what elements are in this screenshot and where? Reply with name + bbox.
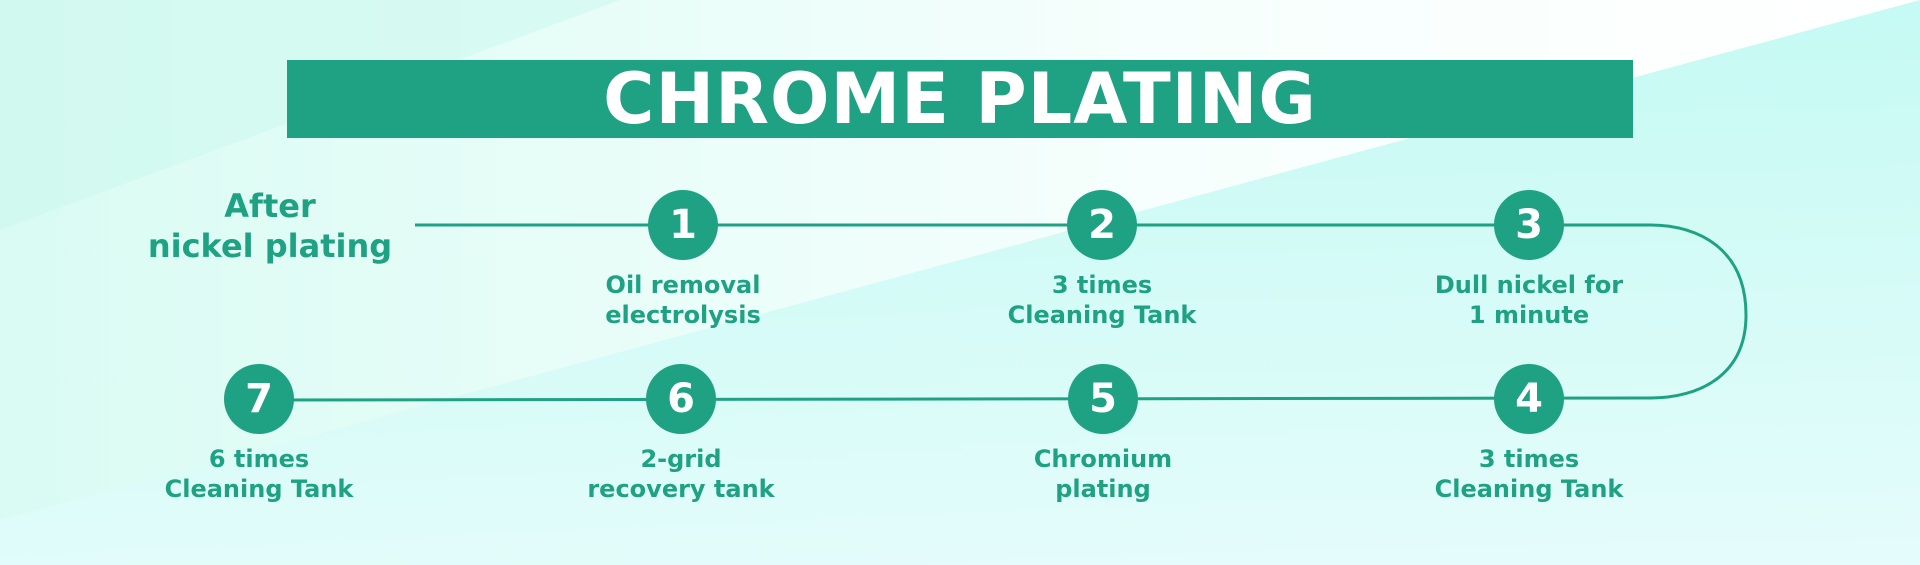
- step-number-badge: 1: [648, 190, 718, 260]
- step-number-badge: 3: [1494, 190, 1564, 260]
- step-label-line2: electrolysis: [605, 301, 761, 329]
- step-label-line2: Cleaning Tank: [1007, 301, 1197, 329]
- step-label-line1: 3 times: [1478, 445, 1580, 473]
- start-label: After nickel plating: [130, 186, 410, 266]
- connector-curve: [1649, 223, 1748, 400]
- step-label: Chromium plating: [973, 444, 1233, 504]
- step-label-line1: 6 times: [208, 445, 310, 473]
- step-label-line2: 1 minute: [1468, 301, 1590, 329]
- step-label-line1: Dull nickel for: [1434, 271, 1624, 299]
- step-label-line2: Cleaning Tank: [164, 475, 354, 503]
- step-number-badge: 2: [1067, 190, 1137, 260]
- step-number-badge: 7: [224, 364, 294, 434]
- start-label-line2: nickel plating: [147, 227, 393, 265]
- title-banner: CHROME PLATING: [287, 58, 1633, 140]
- step-number-badge: 5: [1068, 364, 1138, 434]
- step-number-badge: 4: [1494, 364, 1564, 434]
- step-label-line1: Oil removal: [605, 271, 761, 299]
- step-number-badge: 6: [646, 364, 716, 434]
- step-label: Dull nickel for 1 minute: [1399, 270, 1659, 330]
- step-label-line2: plating: [1055, 475, 1151, 503]
- step-label: 2-grid recovery tank: [551, 444, 811, 504]
- page-title: CHROME PLATING: [603, 58, 1317, 140]
- step-label: 6 times Cleaning Tank: [129, 444, 389, 504]
- step-label-line1: Chromium: [1033, 445, 1173, 473]
- step-label: 3 times Cleaning Tank: [1399, 444, 1659, 504]
- step-label-line1: 3 times: [1051, 271, 1153, 299]
- step-label: Oil removal electrolysis: [553, 270, 813, 330]
- step-label-line2: Cleaning Tank: [1434, 475, 1624, 503]
- step-label-line1: 2-grid: [640, 445, 722, 473]
- step-label: 3 times Cleaning Tank: [972, 270, 1232, 330]
- connector-bottom: [257, 396, 1651, 402]
- start-label-line1: After: [224, 187, 316, 225]
- step-label-line2: recovery tank: [587, 475, 775, 503]
